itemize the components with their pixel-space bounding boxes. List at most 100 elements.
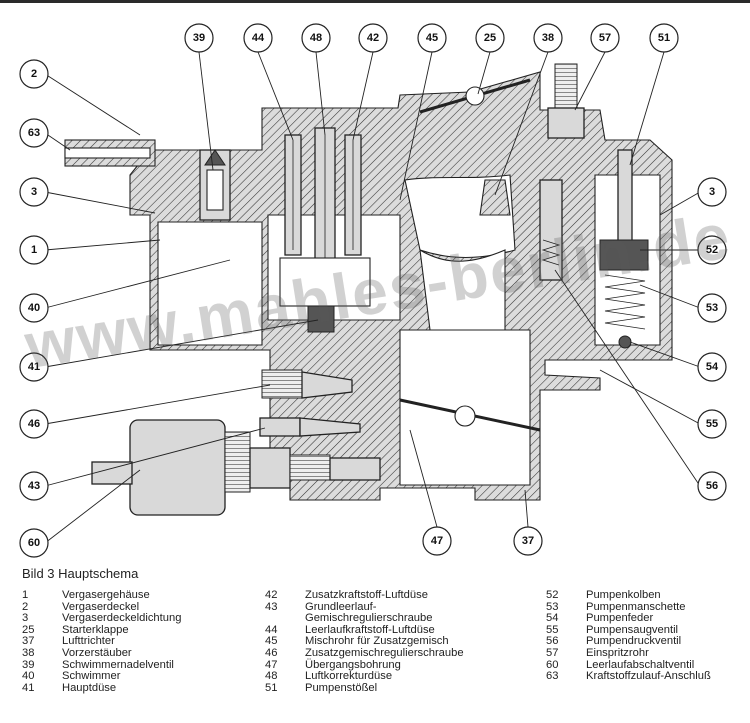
legend-number: 38 <box>22 646 35 659</box>
callout-54: 54 <box>697 352 727 382</box>
legend-number: 56 <box>546 635 559 648</box>
legend-text: Zusatzkraftstoff-Luftdüse <box>305 589 428 601</box>
svg-text:54: 54 <box>706 361 719 373</box>
idle-cutoff-valve <box>91 419 381 516</box>
callout-47: 47 <box>422 526 452 556</box>
legend-item: 2 Vergaserdeckel <box>22 600 252 614</box>
legend-number: 45 <box>265 635 278 648</box>
pump-check-valve <box>539 179 563 281</box>
callout-44: 44 <box>243 23 273 53</box>
callout-46: 46 <box>19 409 49 439</box>
legend-text: Grundleerlauf- <box>305 600 377 613</box>
legend-text: Pumpenstößel <box>305 681 378 694</box>
legend-item: 51 Pumpenstößel <box>265 681 535 695</box>
legend-number: 41 <box>22 681 35 694</box>
accelerator-pump <box>599 149 649 349</box>
callouts: 39 44 48 42 45 25 38 57 51 2 63 3 1 40 4… <box>19 23 727 558</box>
main-jet <box>307 305 335 333</box>
svg-text:39: 39 <box>193 32 205 44</box>
callout-52: 52 <box>697 235 727 265</box>
svg-text:38: 38 <box>542 32 554 44</box>
legend-number: 54 <box>546 612 559 625</box>
legend-text: Übergangsbohrung <box>305 658 401 671</box>
legend-number: 52 <box>546 589 559 601</box>
injection-tube <box>547 63 585 139</box>
callout-42: 42 <box>358 23 388 53</box>
callout-37: 37 <box>513 526 543 556</box>
legend-number: 43 <box>265 600 278 613</box>
fuel-inlet-fitting <box>64 139 156 167</box>
svg-text:60: 60 <box>28 537 40 549</box>
legend-number: 55 <box>546 623 559 636</box>
mixture-screw-46 <box>261 369 353 399</box>
legend-text: Mischrohr für Zusatzgemisch <box>305 635 449 648</box>
svg-text:2: 2 <box>31 68 37 80</box>
legend-text: Leerlaufabschaltventil <box>586 658 695 671</box>
callout-41: 41 <box>19 352 49 382</box>
callout-25: 25 <box>475 23 505 53</box>
svg-text:48: 48 <box>310 32 322 44</box>
top-rule <box>0 0 750 3</box>
legend-number: 1 <box>22 589 29 601</box>
callout-2: 2 <box>19 59 49 89</box>
legend-number: 57 <box>546 646 559 659</box>
callout-56: 56 <box>697 471 727 501</box>
legend-text: Einspritzrohr <box>586 646 649 659</box>
svg-text:47: 47 <box>431 535 443 547</box>
legend-column-1: 1 Vergasergehäuse 2 Vergaserdeckel 3 Vergaser… <box>22 589 252 694</box>
legend-item: 54 Pumpenfeder <box>546 613 750 625</box>
legend-item: 43 Grundleerlauf- <box>265 600 535 614</box>
callout-55: 55 <box>697 409 727 439</box>
legend-text: Vergaserdeckel <box>62 600 140 613</box>
legend-number: 2 <box>22 600 29 613</box>
callout-40: 40 <box>19 293 49 323</box>
legend-number: 39 <box>22 658 35 671</box>
legend-number: 40 <box>22 670 35 683</box>
legend-item: 56 Pumpendruckventil <box>546 636 750 648</box>
callout-3-left: 3 <box>19 177 49 207</box>
legend-item: 1 Vergasergehäuse <box>22 589 252 602</box>
callout-53: 53 <box>697 293 727 323</box>
legend-text: Luftkorrekturdüse <box>305 670 393 683</box>
svg-text:51: 51 <box>658 32 670 44</box>
callout-63: 63 <box>19 118 49 148</box>
legend-item: 52 Pumpenkolben <box>546 589 750 602</box>
callout-45: 45 <box>417 23 447 53</box>
legend-number: 3 <box>22 612 29 625</box>
legend-text: Hauptdüse <box>62 681 117 694</box>
legend-text: Vergasergehäuse <box>62 589 150 601</box>
legend-text: Schwimmer <box>62 670 121 683</box>
mixture-screw-43 <box>259 417 361 437</box>
legend-number: 63 <box>546 670 559 683</box>
legend-text: Pumpendruckventil <box>586 635 682 648</box>
legend-number: 37 <box>22 635 35 648</box>
legend-number: 51 <box>265 681 278 694</box>
callout-39: 39 <box>184 23 214 53</box>
legend-text: Pumpenfeder <box>586 612 654 625</box>
legend-item: 45 Mischrohr für Zusatzgemisch <box>265 636 535 648</box>
jet-cluster <box>279 127 371 307</box>
leader-lines <box>44 51 701 544</box>
svg-text:56: 56 <box>706 480 718 492</box>
svg-text:3: 3 <box>31 186 37 198</box>
legend-text: Zusatzgemischregulierschraube <box>305 646 464 659</box>
svg-text:63: 63 <box>28 127 40 139</box>
legend-text: Starterklappe <box>62 623 129 636</box>
legend-number: 47 <box>265 658 278 671</box>
legend-text: Pumpenkolben <box>586 589 661 601</box>
svg-text:1: 1 <box>31 244 37 256</box>
legend-text: Vergaserdeckeldichtung <box>62 612 182 625</box>
pre-atomizer <box>479 179 511 216</box>
svg-text:55: 55 <box>706 418 718 430</box>
callout-48: 48 <box>301 23 331 53</box>
